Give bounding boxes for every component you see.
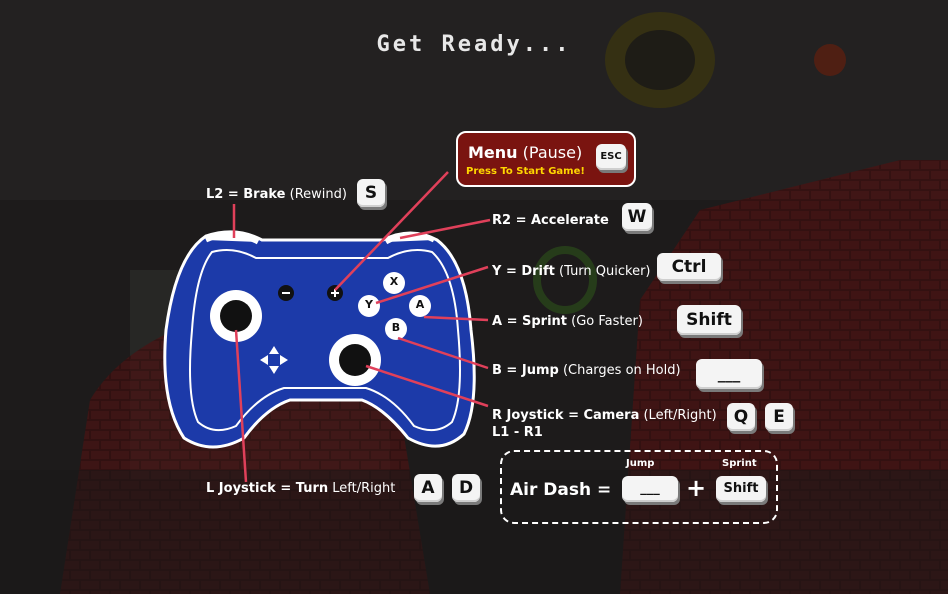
r-joystick-label: R Joystick = Camera (Left/Right) <box>492 408 717 423</box>
a-key: A <box>414 474 442 502</box>
menu-subtitle: Press To Start Game! <box>466 166 585 177</box>
b-label: B = Jump (Charges on Hold) <box>492 363 681 378</box>
left-joystick <box>210 290 262 342</box>
dpad <box>260 346 288 374</box>
q-key: Q <box>727 403 755 431</box>
sprint-caption: Sprint <box>722 458 757 469</box>
face-buttons <box>358 272 431 340</box>
minus-button <box>278 285 294 301</box>
ctrl-key: Ctrl <box>657 253 721 281</box>
s-key: S <box>357 179 385 207</box>
connector-lines <box>232 171 491 483</box>
a-label: A = Sprint (Go Faster) <box>492 314 643 329</box>
air-dash-label: Air Dash = <box>510 480 612 500</box>
air-dash-space-key: ___ <box>622 476 678 502</box>
air-dash-box: Air Dash = Jump ___ + Sprint Shift <box>500 450 778 524</box>
plus-sign: + <box>686 474 707 502</box>
controller-body <box>163 230 476 449</box>
button-a-label: A <box>415 298 425 311</box>
l1-r1-label: L1 - R1 <box>492 425 543 440</box>
l-joystick-label: L Joystick = Turn Left/Right <box>206 481 396 496</box>
button-b-label: B <box>391 321 401 334</box>
get-ready-title: Get Ready... <box>376 32 572 57</box>
menu-paren: (Pause) <box>522 143 583 162</box>
button-x-label: X <box>389 275 399 288</box>
w-key: W <box>622 203 652 231</box>
air-dash-shift-key: Shift <box>716 476 766 502</box>
space-key: ___ <box>696 359 762 389</box>
menu-pause-box: Menu (Pause) Press To Start Game! ESC <box>456 131 636 187</box>
l2-label: L2 = Brake (Rewind) <box>206 187 347 202</box>
y-label: Y = Drift (Turn Quicker) <box>492 264 651 279</box>
r2-label: R2 = Accelerate <box>492 213 609 228</box>
esc-key: ESC <box>596 144 626 170</box>
right-joystick <box>329 334 381 386</box>
d-key: D <box>452 474 480 502</box>
jump-caption: Jump <box>626 458 655 469</box>
shift-key: Shift <box>677 305 741 335</box>
plus-button <box>327 285 343 301</box>
button-y-label: Y <box>365 298 373 311</box>
menu-label: Menu <box>468 143 518 162</box>
e-key: E <box>765 403 793 431</box>
